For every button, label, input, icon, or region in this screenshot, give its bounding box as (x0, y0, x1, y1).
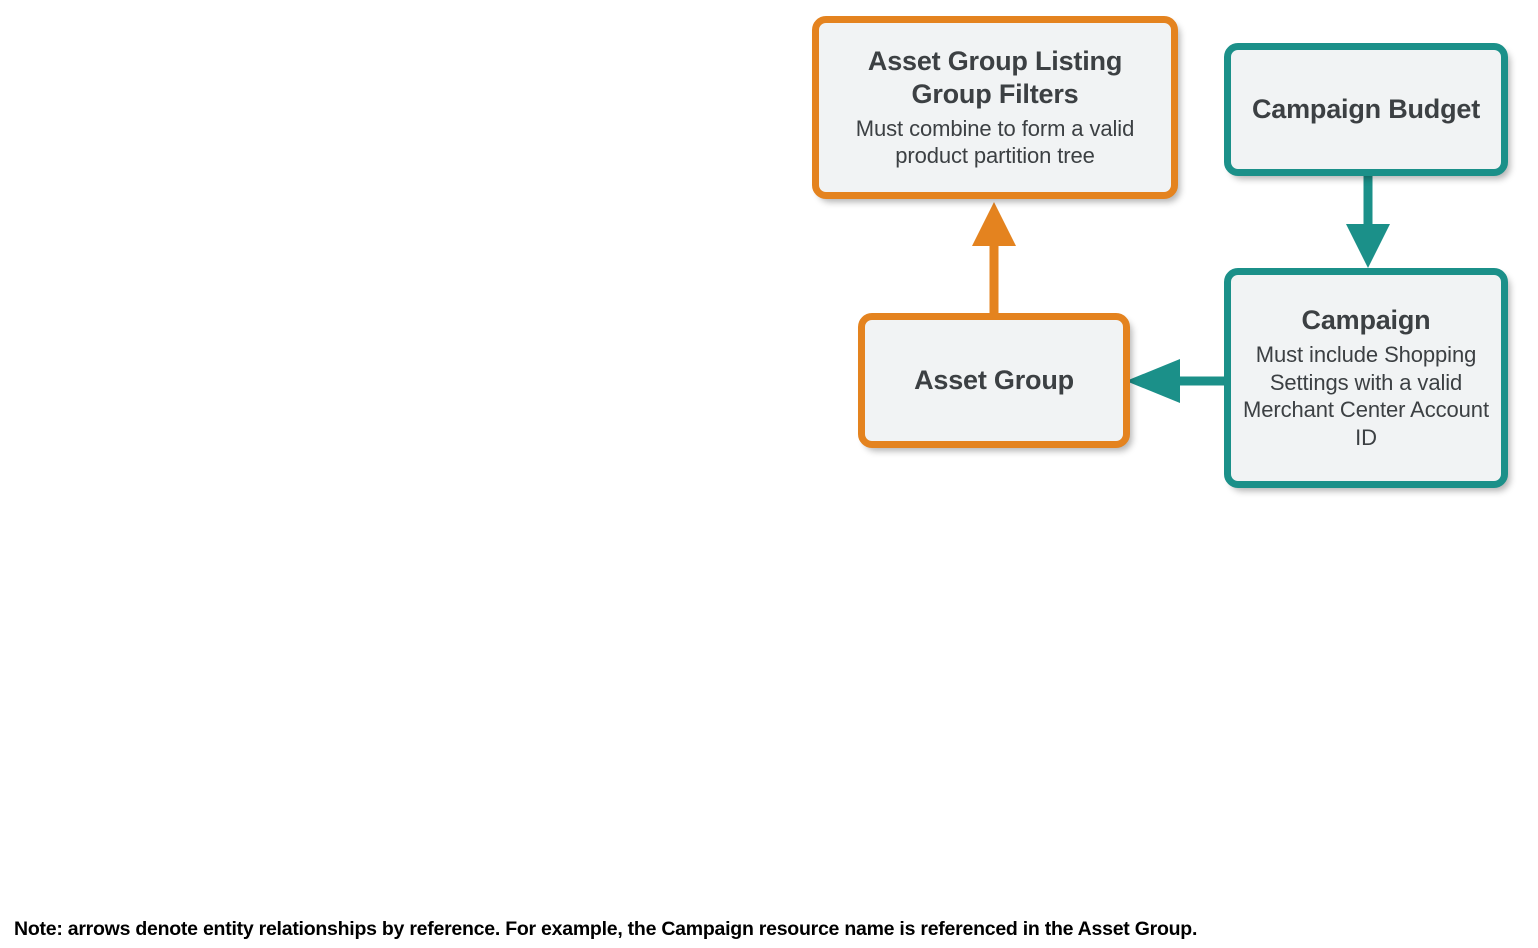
node-campaign-budget[interactable]: Campaign Budget (1224, 43, 1508, 176)
node-asset-group[interactable]: Asset Group (858, 313, 1130, 448)
node-description: Must combine to form a valid product par… (855, 115, 1135, 169)
node-title: Campaign (1301, 305, 1431, 336)
edge-campaign-budget-to-campaign (1346, 170, 1390, 268)
edge-campaign-to-asset-group (1126, 359, 1234, 403)
diagram-note: Note: arrows denote entity relationships… (14, 918, 1198, 940)
node-description: Must include Shopping Settings with a va… (1243, 342, 1489, 451)
node-asset-group-listing-group-filters[interactable]: Asset Group Listing Group Filters Must c… (812, 16, 1178, 199)
edge-asset-group-to-listing-group-filters (972, 202, 1016, 322)
node-title: Campaign Budget (1251, 94, 1480, 125)
node-campaign[interactable]: Campaign Must include Shopping Settings … (1224, 268, 1508, 488)
node-title: Asset Group (914, 365, 1074, 396)
node-title: Asset Group Listing Group Filters (867, 45, 1123, 109)
